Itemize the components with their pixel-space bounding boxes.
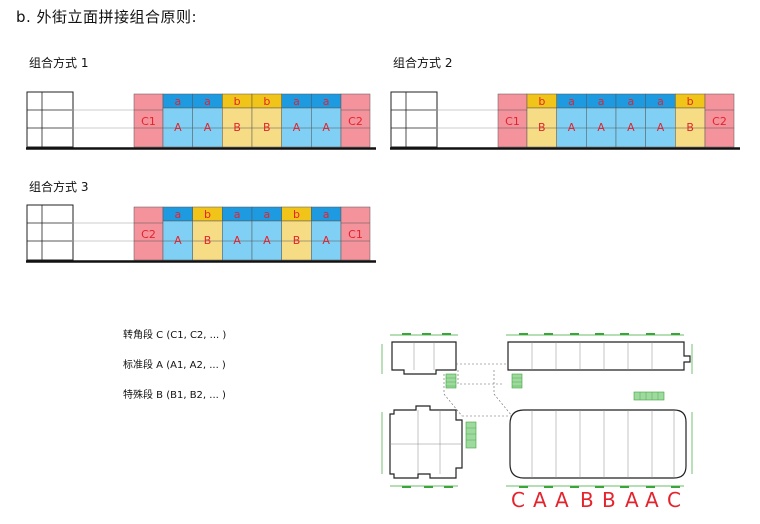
unit-a: aA bbox=[222, 206, 253, 261]
unit-b: bB bbox=[251, 93, 282, 148]
unit-a: aA bbox=[251, 206, 282, 261]
unit-b: bB bbox=[675, 93, 706, 148]
unit-top-label: a bbox=[204, 95, 211, 108]
segment-label: C1 bbox=[141, 115, 156, 128]
unit-top-label: b bbox=[263, 95, 270, 108]
stair-treads bbox=[446, 377, 659, 441]
adjacent-building bbox=[26, 204, 134, 261]
unit-top-label: b bbox=[293, 208, 300, 221]
sequence-letter: C bbox=[511, 488, 525, 512]
building-bottom-left bbox=[389, 405, 463, 479]
unit-top-label: a bbox=[568, 95, 575, 108]
unit-bottom-label: B bbox=[538, 121, 546, 134]
unit-a: aA bbox=[311, 93, 342, 148]
unit-top-label: b bbox=[538, 95, 545, 108]
segment-label: C2 bbox=[712, 115, 727, 128]
unit-b: bB bbox=[526, 93, 557, 148]
unit-bottom-label: A bbox=[322, 121, 330, 134]
sequence-letter: C bbox=[667, 488, 681, 512]
sequence-letter: A bbox=[645, 488, 659, 512]
adjacent-building bbox=[390, 91, 498, 148]
site-plan bbox=[381, 333, 693, 488]
segment-label: C2 bbox=[141, 228, 156, 241]
combo-2-label: 组合方式 2 bbox=[393, 56, 453, 70]
corner-segment-right: C1 bbox=[340, 206, 371, 261]
unit-a: aA bbox=[162, 206, 193, 261]
unit-a: aA bbox=[645, 93, 676, 148]
corner-segment-right: C2 bbox=[340, 93, 371, 148]
unit-bottom-label: A bbox=[293, 121, 301, 134]
unit-a: aA bbox=[281, 93, 312, 148]
legend-corner-segment: 转角段 C (C1, C2, ... ) bbox=[123, 330, 227, 341]
unit-top-label: a bbox=[174, 208, 181, 221]
green-stairs bbox=[445, 373, 665, 449]
segment-label: C1 bbox=[348, 228, 363, 241]
corner-segment-left: C1 bbox=[133, 93, 164, 148]
unit-a: aA bbox=[556, 93, 587, 148]
unit-bottom-label: B bbox=[293, 234, 301, 247]
unit-top-label: a bbox=[323, 95, 330, 108]
building-bottom-right bbox=[509, 409, 687, 479]
unit-bottom-label: A bbox=[657, 121, 665, 134]
legend-standard-segment: 标准段 A (A1, A2, ... ) bbox=[123, 360, 226, 371]
unit-top-label: b bbox=[204, 208, 211, 221]
unit-bottom-label: B bbox=[204, 234, 212, 247]
unit-top-label: a bbox=[234, 208, 241, 221]
unit-a: aA bbox=[311, 206, 342, 261]
corner-segment-left: C2 bbox=[133, 206, 164, 261]
corner-segment-right: C2 bbox=[704, 93, 735, 148]
unit-top-label: a bbox=[263, 208, 270, 221]
unit-a: aA bbox=[586, 93, 617, 148]
unit-bottom-label: A bbox=[174, 234, 182, 247]
unit-b: bB bbox=[222, 93, 253, 148]
unit-a: aA bbox=[615, 93, 646, 148]
unit-bottom-label: A bbox=[627, 121, 635, 134]
unit-top-label: a bbox=[293, 95, 300, 108]
legend-special-segment: 特殊段 B (B1, B2, ... ) bbox=[123, 390, 226, 401]
unit-b: bB bbox=[192, 206, 223, 261]
adjacent-building bbox=[26, 91, 134, 148]
unit-bottom-label: A bbox=[204, 121, 212, 134]
sequence-letter: A bbox=[533, 488, 547, 512]
unit-top-label: a bbox=[598, 95, 605, 108]
sequence-letter: B bbox=[580, 488, 594, 512]
unit-bottom-label: A bbox=[233, 234, 241, 247]
unit-b: bB bbox=[281, 206, 312, 261]
unit-a: aA bbox=[192, 93, 223, 148]
building-top-left bbox=[391, 341, 457, 375]
unit-top-label: a bbox=[627, 95, 634, 108]
unit-bottom-label: B bbox=[233, 121, 241, 134]
unit-bottom-label: B bbox=[263, 121, 271, 134]
building-top-right bbox=[507, 341, 691, 371]
page-title: b. 外街立面拼接组合原则: bbox=[16, 8, 198, 26]
unit-top-label: a bbox=[323, 208, 330, 221]
unit-top-label: a bbox=[657, 95, 664, 108]
unit-top-label: b bbox=[687, 95, 694, 108]
unit-a: aA bbox=[162, 93, 193, 148]
sequence-letter: A bbox=[625, 488, 639, 512]
unit-bottom-label: A bbox=[263, 234, 271, 247]
segment-label: C2 bbox=[348, 115, 363, 128]
site-paths bbox=[443, 363, 513, 417]
sequence-letter: B bbox=[602, 488, 616, 512]
unit-top-label: b bbox=[234, 95, 241, 108]
unit-bottom-label: A bbox=[597, 121, 605, 134]
unit-top-label: a bbox=[174, 95, 181, 108]
combo-3-label: 组合方式 3 bbox=[29, 180, 89, 194]
segment-label: C1 bbox=[505, 115, 520, 128]
sequence-letter: A bbox=[555, 488, 569, 512]
dimension-tick-marks bbox=[402, 333, 680, 488]
unit-bottom-label: A bbox=[322, 234, 330, 247]
unit-bottom-label: B bbox=[686, 121, 694, 134]
combo-1-label: 组合方式 1 bbox=[29, 56, 89, 70]
corner-segment-left: C1 bbox=[497, 93, 528, 148]
unit-bottom-label: A bbox=[568, 121, 576, 134]
unit-bottom-label: A bbox=[174, 121, 182, 134]
